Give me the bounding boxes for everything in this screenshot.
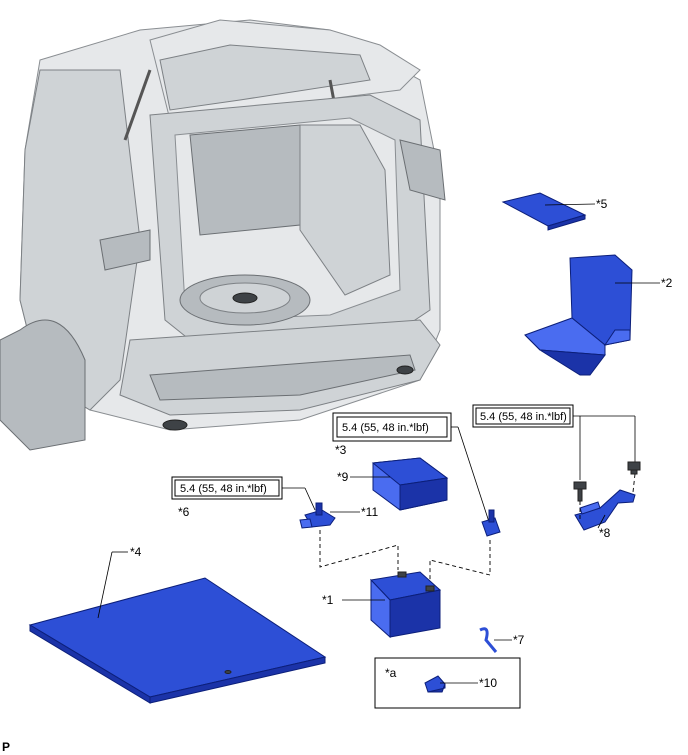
label-9: *9	[337, 470, 349, 484]
torque-value-right: 5.4 (55, 48 in.*lbf)	[480, 411, 567, 423]
part-7-hose	[479, 627, 498, 653]
part-1-battery	[369, 571, 442, 639]
label-4: *4	[130, 545, 142, 559]
torque-box-left: 5.4 (55, 48 in.*lbf)	[171, 476, 283, 500]
torque-box-center: 5.4 (55, 48 in.*lbf)	[332, 412, 452, 442]
part-11-hold-down	[299, 502, 336, 529]
label-6: *6	[178, 505, 190, 519]
torque-value-center: 5.4 (55, 48 in.*lbf)	[342, 422, 429, 434]
label-a: *a	[385, 666, 397, 680]
label-11: *11	[361, 505, 378, 519]
part-clamp-center	[481, 509, 501, 537]
part-9-insulator	[371, 457, 449, 511]
part-5-pad	[501, 192, 587, 231]
part-8-clamp-bar	[574, 489, 636, 531]
label-1: *1	[322, 593, 334, 607]
label-2: *2	[661, 276, 673, 290]
label-5: *5	[596, 197, 608, 211]
nut-8-right	[627, 461, 641, 475]
detail-box-a: *a *10	[374, 657, 521, 709]
torque-box-right: 5.4 (55, 48 in.*lbf)	[472, 404, 574, 428]
label-8: *8	[599, 526, 611, 540]
part-4-deck-board	[28, 577, 327, 704]
label-3: *3	[335, 443, 347, 457]
bolt-8-left	[573, 481, 587, 502]
torque-value-left: 5.4 (55, 48 in.*lbf)	[180, 483, 267, 495]
corner-mark: P	[2, 740, 10, 754]
label-10: *10	[479, 676, 497, 690]
part-2-tray	[524, 254, 633, 376]
vehicle-rear-illustration	[0, 19, 446, 451]
label-7: *7	[513, 633, 525, 647]
part-10-clip	[424, 675, 446, 693]
